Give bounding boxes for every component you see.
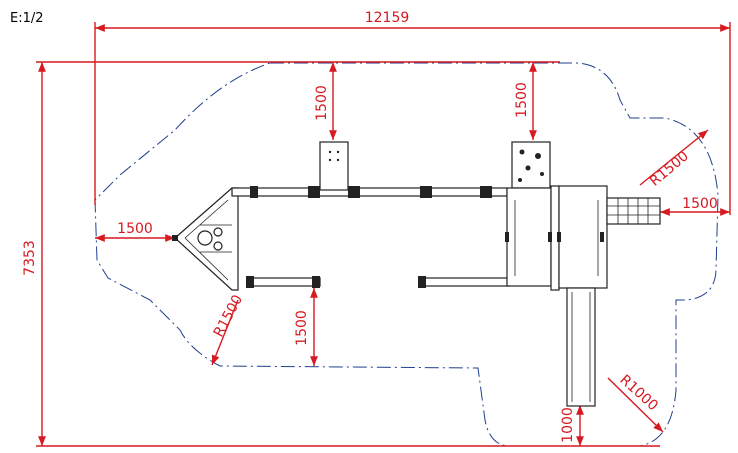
safety-zone-outline <box>94 62 719 447</box>
overall-height-label: 7353 <box>22 240 38 276</box>
clearance-left-label: 1500 <box>117 221 153 237</box>
clearance-top-left-label: 1500 <box>314 85 330 121</box>
top-panel-left <box>319 141 349 191</box>
climbing-wall-panel <box>511 141 551 189</box>
radius-left-line <box>211 299 239 366</box>
clearance-bottom-right-label: 1000 <box>560 407 576 443</box>
tower-deck-left <box>506 187 552 287</box>
ladder <box>606 197 661 225</box>
clearance-right-label: 1500 <box>682 196 718 212</box>
top-rail <box>231 187 508 197</box>
tower-deck-right <box>558 185 608 289</box>
bottom-rail-middle <box>419 277 511 287</box>
clearance-bottom-left-label: 1500 <box>294 310 310 346</box>
clearance-top-right-label: 1500 <box>514 82 530 118</box>
radius-bottom-right-line <box>607 377 664 433</box>
radius-top-right-label: R1500 <box>647 148 692 189</box>
radius-top-right-line <box>639 129 709 186</box>
slide <box>566 287 596 407</box>
playground-structure <box>172 141 661 407</box>
overall-width-label: 12159 <box>365 10 410 26</box>
scale-label: E:1/2 <box>10 11 44 26</box>
steering-wheel <box>197 230 213 246</box>
bottom-rail-left <box>247 277 321 287</box>
radius-left-label: R1500 <box>211 292 246 340</box>
